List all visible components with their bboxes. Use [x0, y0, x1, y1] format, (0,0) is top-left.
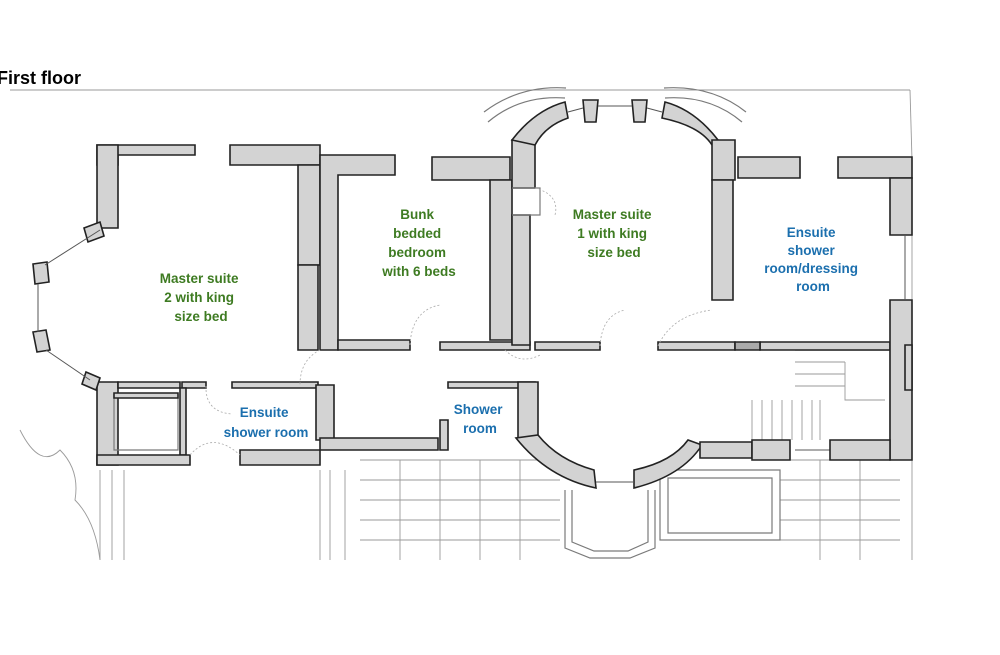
room-label-bunk-bedroom: Bunk bedded bedroom with 6 beds — [381, 207, 456, 279]
door-swings — [189, 187, 713, 456]
room-label-ensuite-shower: Ensuite shower room — [224, 405, 309, 440]
room-label-master-suite-2: Master suite 2 with king size bed — [160, 271, 243, 324]
room-label-shower-room: Shower room — [454, 402, 507, 436]
walls — [32, 99, 913, 490]
room-label-master-suite-1: Master suite 1 with king size bed — [573, 207, 656, 260]
page-title: First floor — [0, 68, 81, 88]
room-label-ensuite-dressing: Ensuite shower room/dressing room — [764, 225, 862, 294]
